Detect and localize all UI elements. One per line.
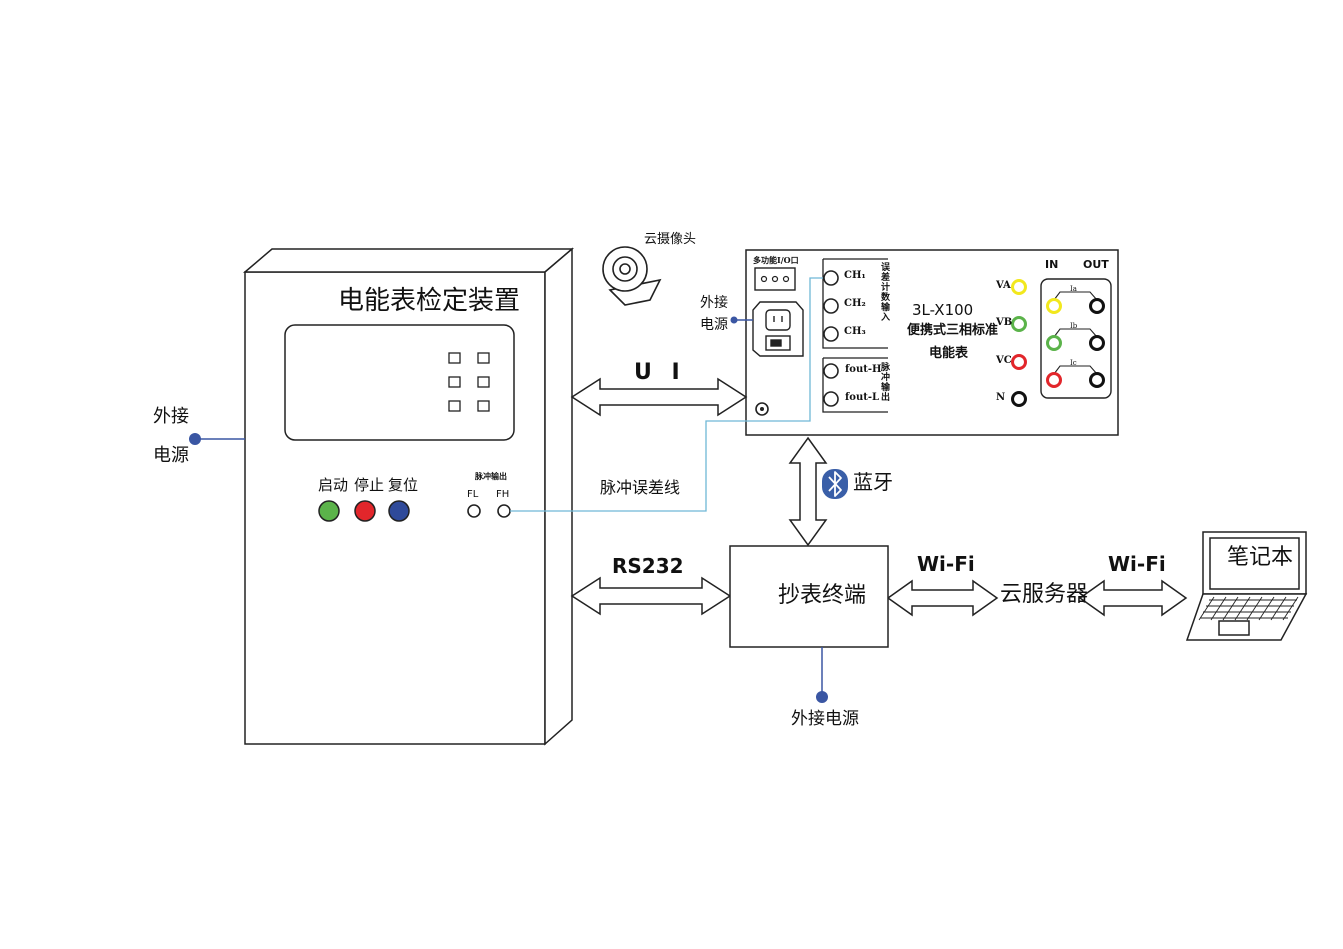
multi-io-label: 多功能I/O口 (753, 255, 799, 265)
stop-button[interactable] (354, 500, 376, 522)
calibrator-display (284, 324, 515, 441)
pulse-error-line-label: 脉冲误差线 (600, 478, 681, 497)
ia-out-terminal (1089, 298, 1105, 314)
fout-h-label: fout-H (845, 364, 882, 375)
calibrator-cabinet (242, 247, 575, 746)
meter-ext-power-label-2: 电源 (700, 317, 728, 333)
ic-label: Ic (1070, 359, 1077, 367)
wifi-arrow-1 (886, 579, 999, 617)
rs232-link-label: RS232 (612, 554, 684, 578)
bluetooth-icon (822, 469, 848, 499)
out-label: OUT (1083, 258, 1109, 271)
meter-model: 3L-X100 (912, 301, 974, 319)
reset-button-label: 复位 (388, 476, 419, 494)
reset-button[interactable] (388, 500, 410, 522)
camera-label: 云摄像头 (644, 232, 697, 247)
fout-h-port (823, 363, 839, 379)
terminal-box (729, 545, 889, 648)
ic-in-terminal (1046, 372, 1062, 388)
ib-in-terminal (1046, 335, 1062, 351)
ground-terminal-dot (760, 407, 764, 411)
pulse-output-label: 脉冲输出 (475, 471, 507, 481)
pulse-output-meter-label: 脉冲输出 (879, 362, 889, 402)
current-links (1053, 291, 1098, 375)
vn-label: N (996, 392, 1006, 403)
meter-desc-1: 便携式三相标准 (907, 323, 999, 338)
laptop-keyboard (1198, 596, 1299, 621)
in-label: IN (1045, 258, 1059, 271)
fh-port (497, 504, 511, 518)
pulse-error-line (510, 277, 823, 512)
vc-label: VC (996, 355, 1012, 366)
calibrator-ext-power-label-2: 电源 (153, 445, 189, 466)
rs232-arrow (570, 576, 732, 616)
multi-io-pins (760, 275, 790, 283)
ui-arrow (570, 377, 748, 417)
wifi-link-label-2: Wi-Fi (1108, 552, 1166, 576)
vb-label: VB (996, 317, 1013, 328)
ch3-label: CH₃ (844, 326, 866, 337)
ui-link-label: U I (634, 360, 686, 385)
power-socket-icon (752, 301, 804, 357)
calibrator-ext-power-label-1: 外接 (153, 406, 189, 427)
bluetooth-label: 蓝牙 (853, 470, 893, 494)
camera-icon (602, 246, 662, 306)
wifi-arrow-2 (1078, 579, 1188, 617)
meter-desc-2: 电能表 (929, 346, 969, 361)
terminal-ext-power-label: 外接电源 (791, 709, 859, 729)
fl-port (467, 504, 481, 518)
fout-bracket (822, 357, 888, 413)
ia-in-terminal (1046, 298, 1062, 314)
stop-button-label: 停止 (354, 476, 385, 494)
laptop-label: 笔记本 (1227, 545, 1294, 570)
ic-out-terminal (1089, 372, 1105, 388)
laptop-icon (1185, 531, 1308, 641)
fout-l-label: fout-L (845, 392, 880, 403)
bluetooth-arrow (788, 436, 828, 547)
ch2-label: CH₂ (844, 298, 866, 309)
calibrator-title: 电能表检定装置 (338, 286, 521, 316)
start-button-label: 启动 (318, 476, 349, 494)
wifi-link-label-1: Wi-Fi (917, 552, 975, 576)
ch2-port (823, 298, 839, 314)
terminal-label: 抄表终端 (778, 583, 867, 608)
fout-l-port (823, 391, 839, 407)
meter-power-dot (730, 316, 738, 324)
vc-terminal (1011, 354, 1027, 370)
ch1-label: CH₁ (844, 270, 866, 281)
terminal-power-dot (816, 691, 828, 703)
meter-ext-power-label-1: 外接 (700, 295, 728, 311)
calibrator-power-dot (189, 433, 201, 445)
pulse-count-input-label: 误差计数输入 (879, 262, 889, 322)
fl-label: FL (467, 489, 479, 500)
ch1-port (823, 270, 839, 286)
start-button[interactable] (318, 500, 340, 522)
cloud-server-label: 云服务器 (1000, 582, 1089, 607)
va-label: VA (996, 280, 1011, 291)
va-terminal (1011, 279, 1027, 295)
ib-out-terminal (1089, 335, 1105, 351)
fh-label: FH (496, 489, 510, 500)
vb-terminal (1011, 316, 1027, 332)
ch-bracket (822, 258, 888, 349)
ch3-port (823, 326, 839, 342)
ia-label: Ia (1070, 285, 1077, 293)
vn-terminal (1011, 391, 1027, 407)
display-keys (448, 352, 490, 412)
ib-label: Ib (1070, 322, 1078, 330)
